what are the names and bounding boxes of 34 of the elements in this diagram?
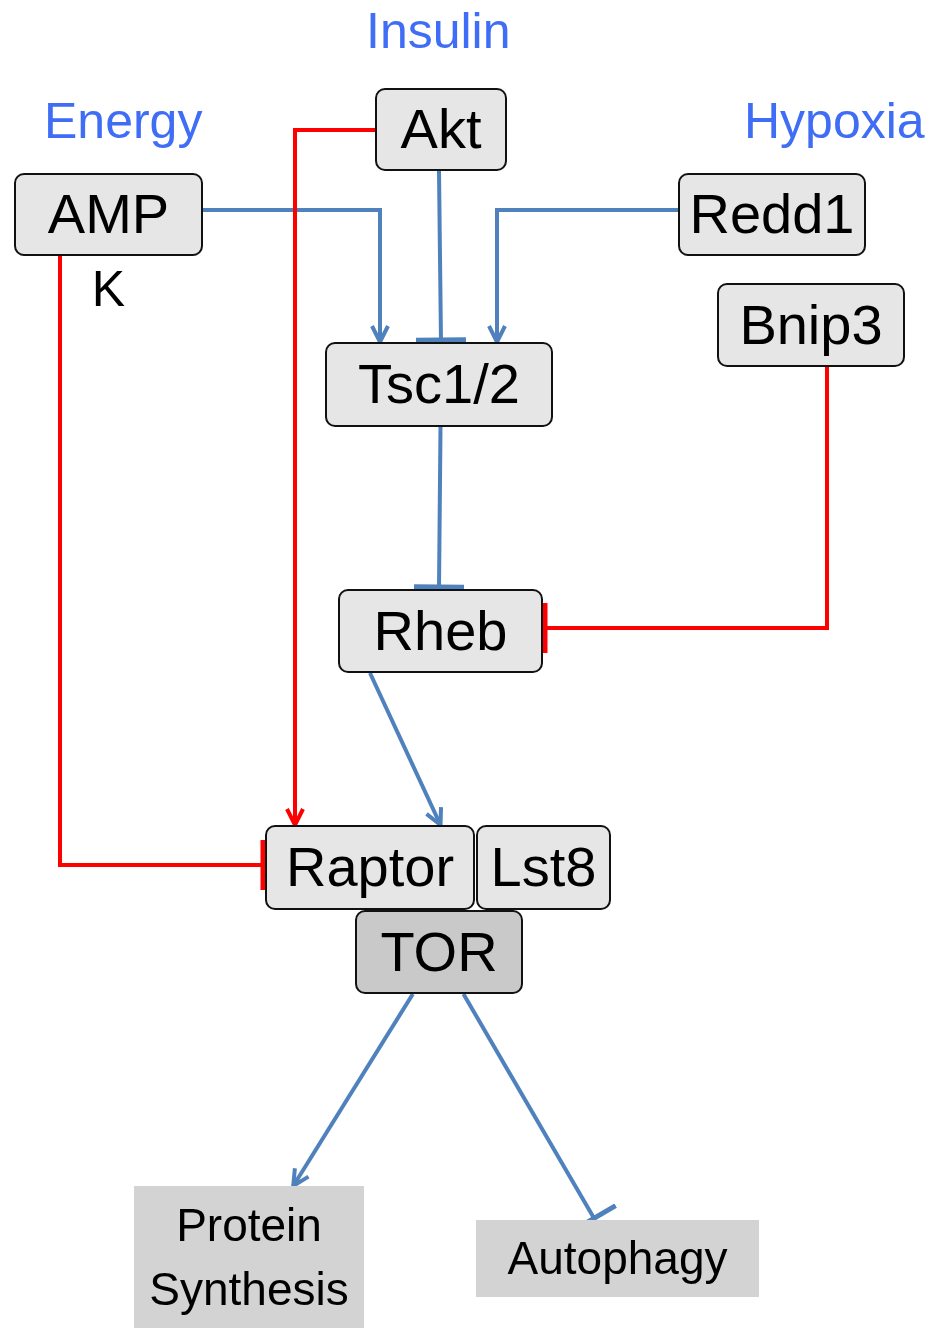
tor-box bbox=[355, 910, 523, 994]
node-label: Tsc1/2 bbox=[358, 351, 520, 418]
inhibition-line bbox=[542, 367, 829, 656]
arrow bbox=[285, 128, 375, 827]
node-label: TOR bbox=[380, 918, 498, 985]
node-label: Autophagy bbox=[507, 1231, 728, 1287]
raptor-box bbox=[265, 825, 475, 910]
stimulus-label: Hypoxia bbox=[744, 92, 925, 150]
lst8-box bbox=[476, 825, 611, 910]
autophagy-box bbox=[476, 1220, 759, 1297]
stimulus-label: Energy bbox=[44, 92, 203, 150]
node-label: Redd1 bbox=[689, 181, 855, 248]
arrow bbox=[368, 672, 444, 827]
bnip3-box bbox=[717, 283, 905, 367]
redd1-box bbox=[678, 173, 866, 256]
node-label: Bnip3 bbox=[739, 291, 883, 358]
node-label: Raptor bbox=[285, 834, 455, 901]
arrow bbox=[203, 208, 390, 344]
rheb-box bbox=[338, 589, 543, 673]
protein-synthesis-box bbox=[134, 1186, 364, 1328]
tsc-box bbox=[325, 342, 553, 427]
node-label: Lst8 bbox=[490, 834, 597, 901]
node-label: Akt bbox=[400, 96, 482, 163]
node-label: Rheb bbox=[373, 597, 508, 664]
stimulus-label: Insulin bbox=[366, 2, 511, 60]
inhibition-line bbox=[58, 256, 266, 893]
node-label: Protein Synthesis bbox=[148, 1197, 350, 1317]
akt-box bbox=[375, 88, 507, 171]
node-label: K bbox=[90, 260, 127, 319]
inhibition-line bbox=[411, 426, 467, 590]
arrow bbox=[291, 992, 415, 1188]
node-label: AMP bbox=[47, 181, 170, 248]
arrow bbox=[487, 208, 678, 344]
inhibition-line bbox=[413, 170, 469, 343]
